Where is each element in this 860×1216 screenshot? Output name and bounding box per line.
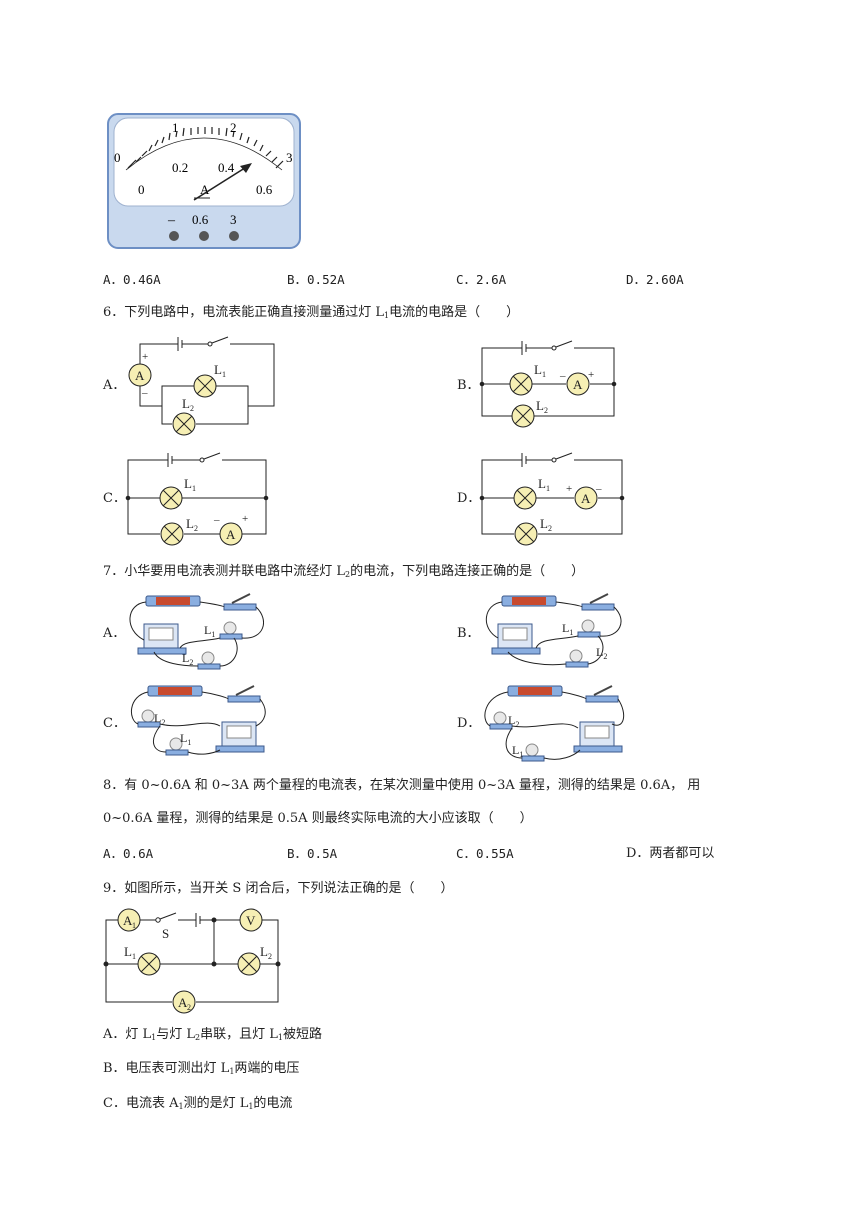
svg-text:2: 2 [544,406,548,415]
svg-text:+: + [566,483,572,495]
q7-wiring-picture-c: L2 L1 [130,685,266,756]
q6-label-d[interactable]: D． [457,491,481,506]
q8-option-a[interactable]: A．0.6A [103,846,154,861]
meter-needle [193,165,249,201]
svg-text:–: – [141,387,148,399]
svg-text:A: A [581,491,591,506]
bottom-scale-06: 0.6 [256,182,273,197]
q8-stem-line2: 0~0.6A 量程，测得的结果是 0.5A 则最终实际电流的大小应该取（ ） [103,811,533,826]
svg-text:–: – [559,370,566,382]
bottom-scale-0: 0 [138,182,145,197]
svg-text:1: 1 [132,952,136,961]
svg-text:1: 1 [192,484,196,493]
q7-label-a[interactable]: A． [103,626,126,641]
terminal-knob [169,231,179,241]
q8-option-c[interactable]: C．0.55A [456,846,514,861]
terminal-3: 3 [230,212,237,227]
q6-label-a[interactable]: A． [103,378,126,393]
q5-option-c[interactable]: C．2.6A [456,272,507,287]
top-scale-1: 1 [172,120,179,135]
svg-text:L1: L1 [204,623,215,639]
svg-text:1: 1 [546,484,550,493]
top-scale-3: 3 [286,150,293,165]
meter-unit: A [200,182,210,197]
q8-stem-line1: 8．有 0~0.6A 和 0~3A 两个量程的电流表，在某次测量中使用 0~3A… [103,778,701,793]
svg-text:–: – [595,483,602,495]
q7-label-d[interactable]: D． [457,716,481,731]
svg-text:L: L [184,476,192,491]
q7-label-b[interactable]: B． [457,626,480,641]
q9-option-b[interactable]: B．电压表可测出灯 L1两端的电压 [103,1061,300,1076]
svg-text:L: L [214,362,222,377]
q9-option-a[interactable]: A．灯 L1与灯 L2串联，且灯 L1被短路 [103,1027,322,1042]
q6-stem: 6．下列电路中，电流表能正确直接测量通过灯 L1电流的电路是（ ） [103,305,520,320]
a1-label: A [123,913,133,928]
meter-scale [125,127,284,171]
svg-text:2: 2 [548,524,552,533]
bottom-scale-02: 0.2 [172,160,188,175]
svg-text:L: L [540,516,548,531]
svg-text:L: L [536,398,544,413]
voltmeter-label: V [246,913,256,928]
q9-option-c[interactable]: C．电流表 A1测的是灯 L1的电流 [103,1096,293,1111]
top-scale-0: 0 [114,150,121,165]
q6-label-b[interactable]: B． [457,378,480,393]
svg-text:2: 2 [187,1003,191,1012]
svg-text:2: 2 [268,952,272,961]
terminal-knob [229,231,239,241]
q8-option-d[interactable]: D．两者都可以 [626,846,715,861]
svg-text:2: 2 [194,524,198,533]
q7-stem: 7．小华要用电流表测并联电路中流经灯 L2的电流，下列电路连接正确的是（ ） [103,564,585,579]
ammeter-symbol-label: A [135,368,145,383]
svg-text:1: 1 [132,921,136,930]
svg-text:L2: L2 [182,651,193,667]
svg-text:A: A [226,527,236,542]
svg-text:+: + [142,351,148,363]
top-scale-2: 2 [230,120,237,135]
bottom-scale-04: 0.4 [218,160,235,175]
svg-text:2: 2 [190,404,194,413]
terminal-knob [199,231,209,241]
svg-text:1: 1 [222,370,226,379]
svg-text:L: L [260,944,268,959]
q6-label-c[interactable]: C． [103,491,126,506]
svg-text:L: L [534,362,542,377]
svg-text:+: + [588,369,594,381]
svg-text:L1: L1 [562,621,573,637]
q9-stem: 9．如图所示，当开关 S 闭合后，下列说法正确的是（ ） [103,881,454,896]
q7-wiring-picture-d: L2 L1 [484,685,625,762]
svg-text:L2: L2 [508,713,519,729]
svg-text:A: A [573,377,583,392]
a2-label: A [178,995,188,1010]
svg-text:L: L [538,476,546,491]
ammeter-figure: 0 1 2 3 0 0.2 0.4 0.6 A – 0.6 3 [107,113,301,249]
svg-text:L: L [124,944,132,959]
q5-option-a[interactable]: A．0.46A [103,272,161,287]
svg-text:L2: L2 [596,645,607,661]
svg-text:L1: L1 [180,731,191,747]
q8-option-b[interactable]: B．0.5A [287,846,338,861]
svg-text:L2: L2 [154,711,165,727]
svg-text:+: + [242,513,248,525]
q7-wiring-picture-a: L1 L2 [129,593,264,670]
q7-label-c[interactable]: C． [103,716,126,731]
terminal-06: 0.6 [192,212,209,227]
svg-text:–: – [213,514,220,526]
svg-text:1: 1 [542,370,546,379]
svg-text:L1: L1 [512,743,523,759]
switch-label: S [162,926,169,941]
q7-wiring-picture-b: L1 L2 [486,593,622,668]
svg-text:L: L [186,516,194,531]
q5-option-b[interactable]: B．0.52A [287,272,345,287]
terminal-minus: – [167,213,176,228]
q5-option-d[interactable]: D．2.60A [626,272,684,287]
svg-text:L: L [182,396,190,411]
